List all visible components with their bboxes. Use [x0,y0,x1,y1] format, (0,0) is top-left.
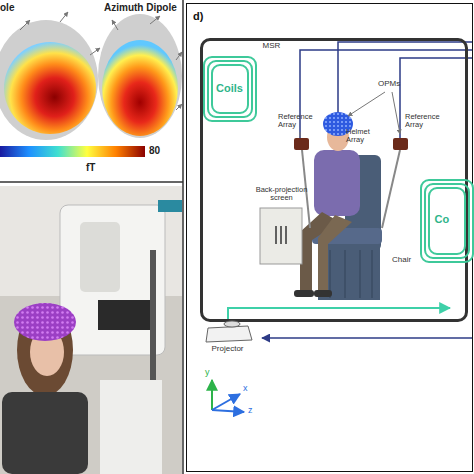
node-label: d) [193,10,223,22]
map-label: fT [86,162,116,173]
coil-loop [425,184,469,258]
meg-scanner [98,300,150,330]
map-label: 80 [149,145,179,156]
torso [314,150,360,216]
signal-line [228,308,450,320]
node-label: Projector [196,345,260,354]
coil-box: Coils [202,55,258,123]
node-label: Co [435,213,465,225]
axis-arrow [212,394,240,410]
map-label: Azimuth Dipole [104,2,184,13]
sensor-arrows [20,12,182,110]
part-label: Reference Array [405,113,441,130]
reference-array [294,138,309,150]
reference-array [393,138,408,150]
legs [318,215,352,292]
panel-divider [0,181,183,183]
cable [400,58,472,142]
field-map [102,40,178,136]
part-label: OPMs [378,80,418,89]
colorbar [0,146,145,157]
projector-lens [224,321,240,327]
part-label: Reference Array [278,113,314,130]
chair-photo [100,380,162,474]
stimulus-bars [275,226,277,244]
map-label: ole [0,2,40,13]
coil-loop [421,180,473,262]
coil-box: Co [419,178,474,264]
projector-body [206,326,252,342]
array-stand [382,150,400,228]
node-label: Back-projection screen [256,186,308,203]
cable [338,42,472,112]
meg-scanner [60,205,165,355]
node-label: Coils [202,82,258,94]
shoe [294,290,314,297]
field-map [4,42,96,134]
axis-label: y [205,368,217,378]
screen-box: Back-projection screen [256,186,306,268]
panel-box: d) MSR CoilsCo Back-projection screenProjec… [186,3,473,472]
signal-line [262,337,472,339]
panel-divider [182,0,184,474]
sweater [2,392,88,474]
stimulus-bars [280,226,282,244]
part-label: Helmet Array [346,128,380,145]
cable [300,50,472,142]
stand-pole [150,250,156,390]
opm-helmet-photo [14,303,76,341]
stimulus-bars [285,226,287,244]
room-box: MSR CoilsCo Back-projection screen [200,38,468,322]
chair-grooves [330,250,372,298]
meg-scanner [80,222,120,292]
axis-arrow [212,410,244,412]
axis-label: z [248,406,260,416]
axis-label: x [243,384,255,394]
part-label: Chair [392,256,432,265]
screen [260,208,302,264]
node-label: MSR [263,42,303,51]
coil-loop [429,188,465,254]
shoe [314,290,332,297]
projector-box: Projector [196,318,260,358]
head-model [0,20,98,140]
axis-arrow [211,380,213,410]
wall-sign [158,200,182,212]
head-model [98,14,182,138]
photo-background [0,186,182,474]
